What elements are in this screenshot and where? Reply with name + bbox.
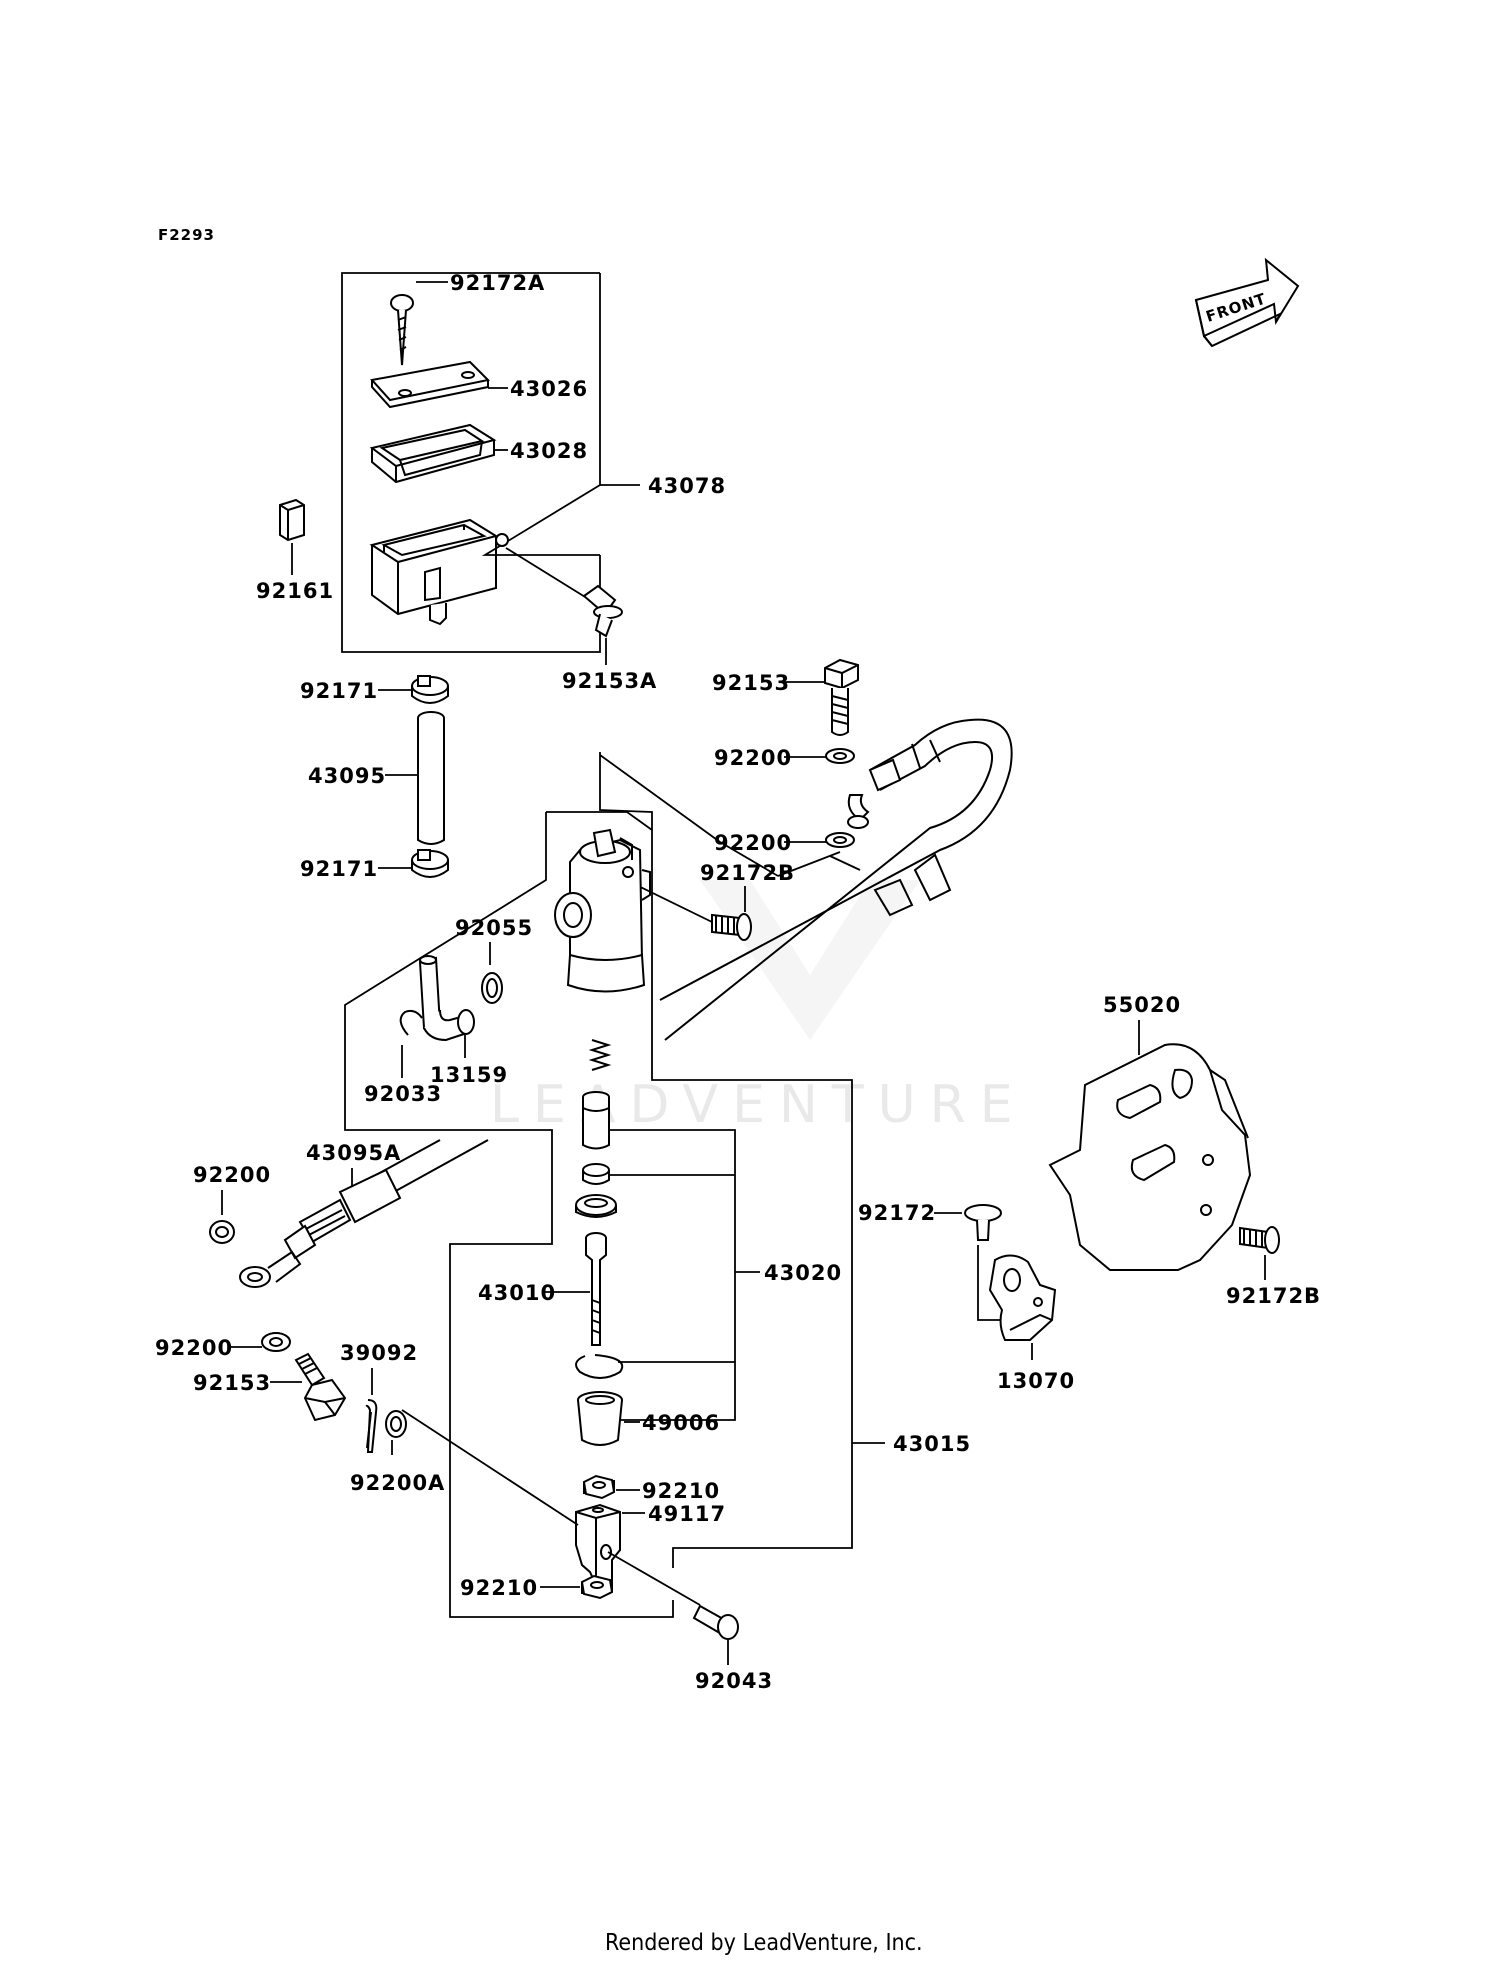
label-43010: 43010 bbox=[478, 1281, 556, 1305]
label-39092: 39092 bbox=[340, 1341, 418, 1365]
cotter-pin-39092 bbox=[365, 1399, 378, 1453]
diaphragm-43028 bbox=[369, 423, 497, 484]
bolt-92153-lower bbox=[294, 1352, 347, 1422]
label-92171-upper: 92171 bbox=[300, 679, 378, 703]
hose-43095A bbox=[239, 1139, 489, 1288]
washer-92200-c bbox=[209, 1220, 235, 1244]
label-49117: 49117 bbox=[648, 1502, 726, 1526]
label-49006: 49006 bbox=[642, 1411, 720, 1435]
label-92171-lower: 92171 bbox=[300, 857, 378, 881]
master-cylinder-body bbox=[554, 828, 651, 993]
watermark-text: LEADVENTURE bbox=[490, 1075, 1027, 1135]
cylinder-group-box bbox=[344, 752, 853, 1618]
label-92172: 92172 bbox=[858, 1201, 936, 1225]
label-13070: 13070 bbox=[997, 1369, 1075, 1393]
circlip-92033 bbox=[399, 1009, 423, 1036]
label-92161: 92161 bbox=[256, 579, 334, 603]
screw-92172A bbox=[390, 294, 414, 366]
clamp-92171-lower bbox=[411, 849, 449, 878]
screw-92172B-upper bbox=[711, 913, 752, 941]
diagram-code: F2293 bbox=[158, 226, 215, 244]
screw-92172 bbox=[964, 1204, 1002, 1241]
washer-92200-b bbox=[825, 832, 855, 848]
brake-hose bbox=[659, 718, 1013, 1041]
cup-seal bbox=[582, 1163, 610, 1185]
label-92200-a: 92200 bbox=[714, 746, 792, 770]
label-92033: 92033 bbox=[364, 1082, 442, 1106]
piston bbox=[582, 1091, 610, 1150]
label-92200-b: 92200 bbox=[714, 831, 792, 855]
fitting-13159 bbox=[418, 955, 475, 1042]
label-92172A: 92172A bbox=[450, 271, 545, 295]
watermark-logo bbox=[700, 880, 920, 1040]
nut-92210-lower bbox=[580, 1574, 614, 1600]
cover-plate-43026 bbox=[370, 360, 491, 409]
label-43026: 43026 bbox=[510, 377, 588, 401]
label-92172B-lower: 92172B bbox=[1226, 1284, 1321, 1308]
washer-92200A bbox=[385, 1410, 407, 1438]
label-92153-upper: 92153 bbox=[712, 671, 790, 695]
bracket-43020 bbox=[610, 1129, 736, 1421]
spring bbox=[588, 1039, 612, 1071]
label-92210-lower: 92210 bbox=[460, 1576, 538, 1600]
push-rod-43010 bbox=[585, 1232, 607, 1346]
pin-92043 bbox=[692, 1604, 739, 1640]
reservoir-body bbox=[369, 518, 509, 626]
label-92200-d: 92200 bbox=[155, 1336, 233, 1360]
bracket-13070 bbox=[988, 1254, 1057, 1341]
bolt-92153A bbox=[582, 584, 623, 638]
label-43015: 43015 bbox=[893, 1432, 971, 1456]
oring-92055 bbox=[481, 972, 503, 1004]
label-43020: 43020 bbox=[764, 1261, 842, 1285]
label-43078: 43078 bbox=[648, 474, 726, 498]
footer-credit: Rendered by LeadVenture, Inc. bbox=[605, 1930, 923, 1956]
screw-92172B-lower bbox=[1239, 1226, 1280, 1254]
hose-43095 bbox=[417, 711, 445, 845]
label-92055: 92055 bbox=[455, 916, 533, 940]
label-92210-upper: 92210 bbox=[642, 1479, 720, 1503]
label-13159: 13159 bbox=[430, 1063, 508, 1087]
circlip bbox=[575, 1354, 624, 1379]
label-92043: 92043 bbox=[695, 1669, 773, 1693]
label-43095: 43095 bbox=[308, 764, 386, 788]
guard-55020 bbox=[1048, 1043, 1252, 1271]
label-92153-lower: 92153 bbox=[193, 1371, 271, 1395]
label-92172B-upper: 92172B bbox=[700, 861, 795, 885]
nut-92210-upper bbox=[582, 1474, 616, 1500]
boot-washer bbox=[575, 1194, 617, 1218]
washer-92200-a bbox=[825, 748, 855, 764]
washer-92200-d bbox=[261, 1332, 291, 1352]
label-43095A: 43095A bbox=[306, 1141, 401, 1165]
front-arrow-icon: FRONT bbox=[1194, 257, 1300, 348]
clevis-49117 bbox=[575, 1503, 621, 1587]
label-92153A: 92153A bbox=[562, 669, 657, 693]
label-43028: 43028 bbox=[510, 439, 588, 463]
clip-92161 bbox=[279, 498, 305, 542]
clamp-92171-upper bbox=[411, 675, 449, 704]
bolt-92153-upper bbox=[824, 658, 859, 736]
label-55020: 55020 bbox=[1103, 993, 1181, 1017]
label-92200A: 92200A bbox=[350, 1471, 445, 1495]
label-92200-c: 92200 bbox=[193, 1163, 271, 1187]
boot-49006 bbox=[577, 1391, 623, 1446]
